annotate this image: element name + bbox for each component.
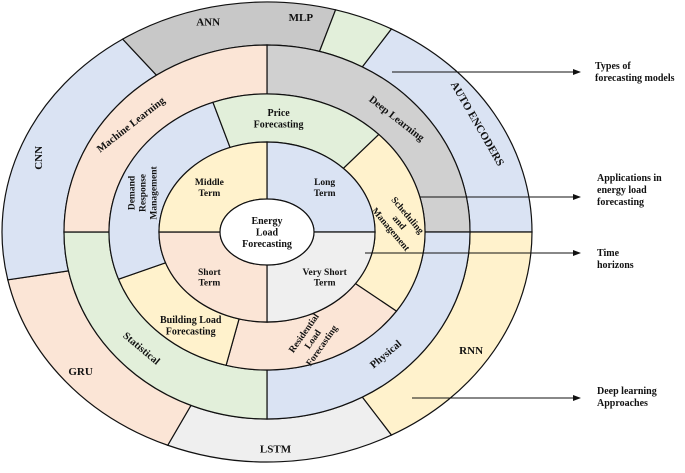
dl-label-cnn: CNN [33,146,45,170]
center-label-line: Load [256,228,279,239]
time-label-middle-term-line: Middle [195,178,224,188]
side-label-line: energy load [597,185,647,196]
dl-label-ann-line: ANN [196,16,220,28]
time-label-short-term-line: Short [198,268,222,278]
time-label-middle-term-line: Term [198,189,220,199]
side-label-line: forecasting models [595,73,675,84]
dl-label-mlp: MLP [289,12,314,24]
center-label-line: Energy [251,216,282,227]
application-label-demand-response-management-line: Demand [127,175,137,210]
dl-label-lstm: LSTM [260,444,292,456]
time-label-long-term-line: Long [314,178,335,188]
application-label-price-forecasting-line: Price [267,108,290,119]
center-label-line: Forecasting [242,239,292,250]
time-label-very-short-term-line: Very Short [303,268,348,278]
application-label-building-load-forecasting-line: Building Load [160,315,222,326]
application-label-demand-response-management: DemandResponseManagement [127,166,159,220]
side-label-line: horizons [597,260,634,271]
application-label-price-forecasting-line: Forecasting [254,120,304,131]
dl-label-ann: ANN [196,16,220,28]
dl-label-cnn-line: CNN [33,146,45,170]
dl-label-mlp-line: MLP [289,12,314,24]
dl-label-gru: GRU [68,366,93,378]
dl-label-rnn-line: RNN [459,345,483,357]
side-label-line: Time [597,248,620,259]
side-label-line: forecasting [597,197,644,208]
dl-label-rnn: RNN [459,345,483,357]
side-label-line: Applications in [597,173,662,184]
time-label-short-term-line: Term [198,279,220,289]
time-label-long-term-line: Term [314,189,336,199]
application-label-building-load-forecasting-line: Forecasting [166,327,216,338]
side-label-line: Approaches [597,398,648,409]
dl-label-gru-line: GRU [68,366,93,378]
center-circle [219,198,315,266]
time-label-very-short-term-line: Term [314,279,336,289]
application-label-demand-response-management-line: Response [138,174,148,212]
dl-label-lstm-line: LSTM [260,444,292,456]
side-label-line: Types of [595,61,631,72]
side-label-line: Deep learning [597,386,657,397]
application-label-demand-response-management-line: Management [149,166,159,220]
